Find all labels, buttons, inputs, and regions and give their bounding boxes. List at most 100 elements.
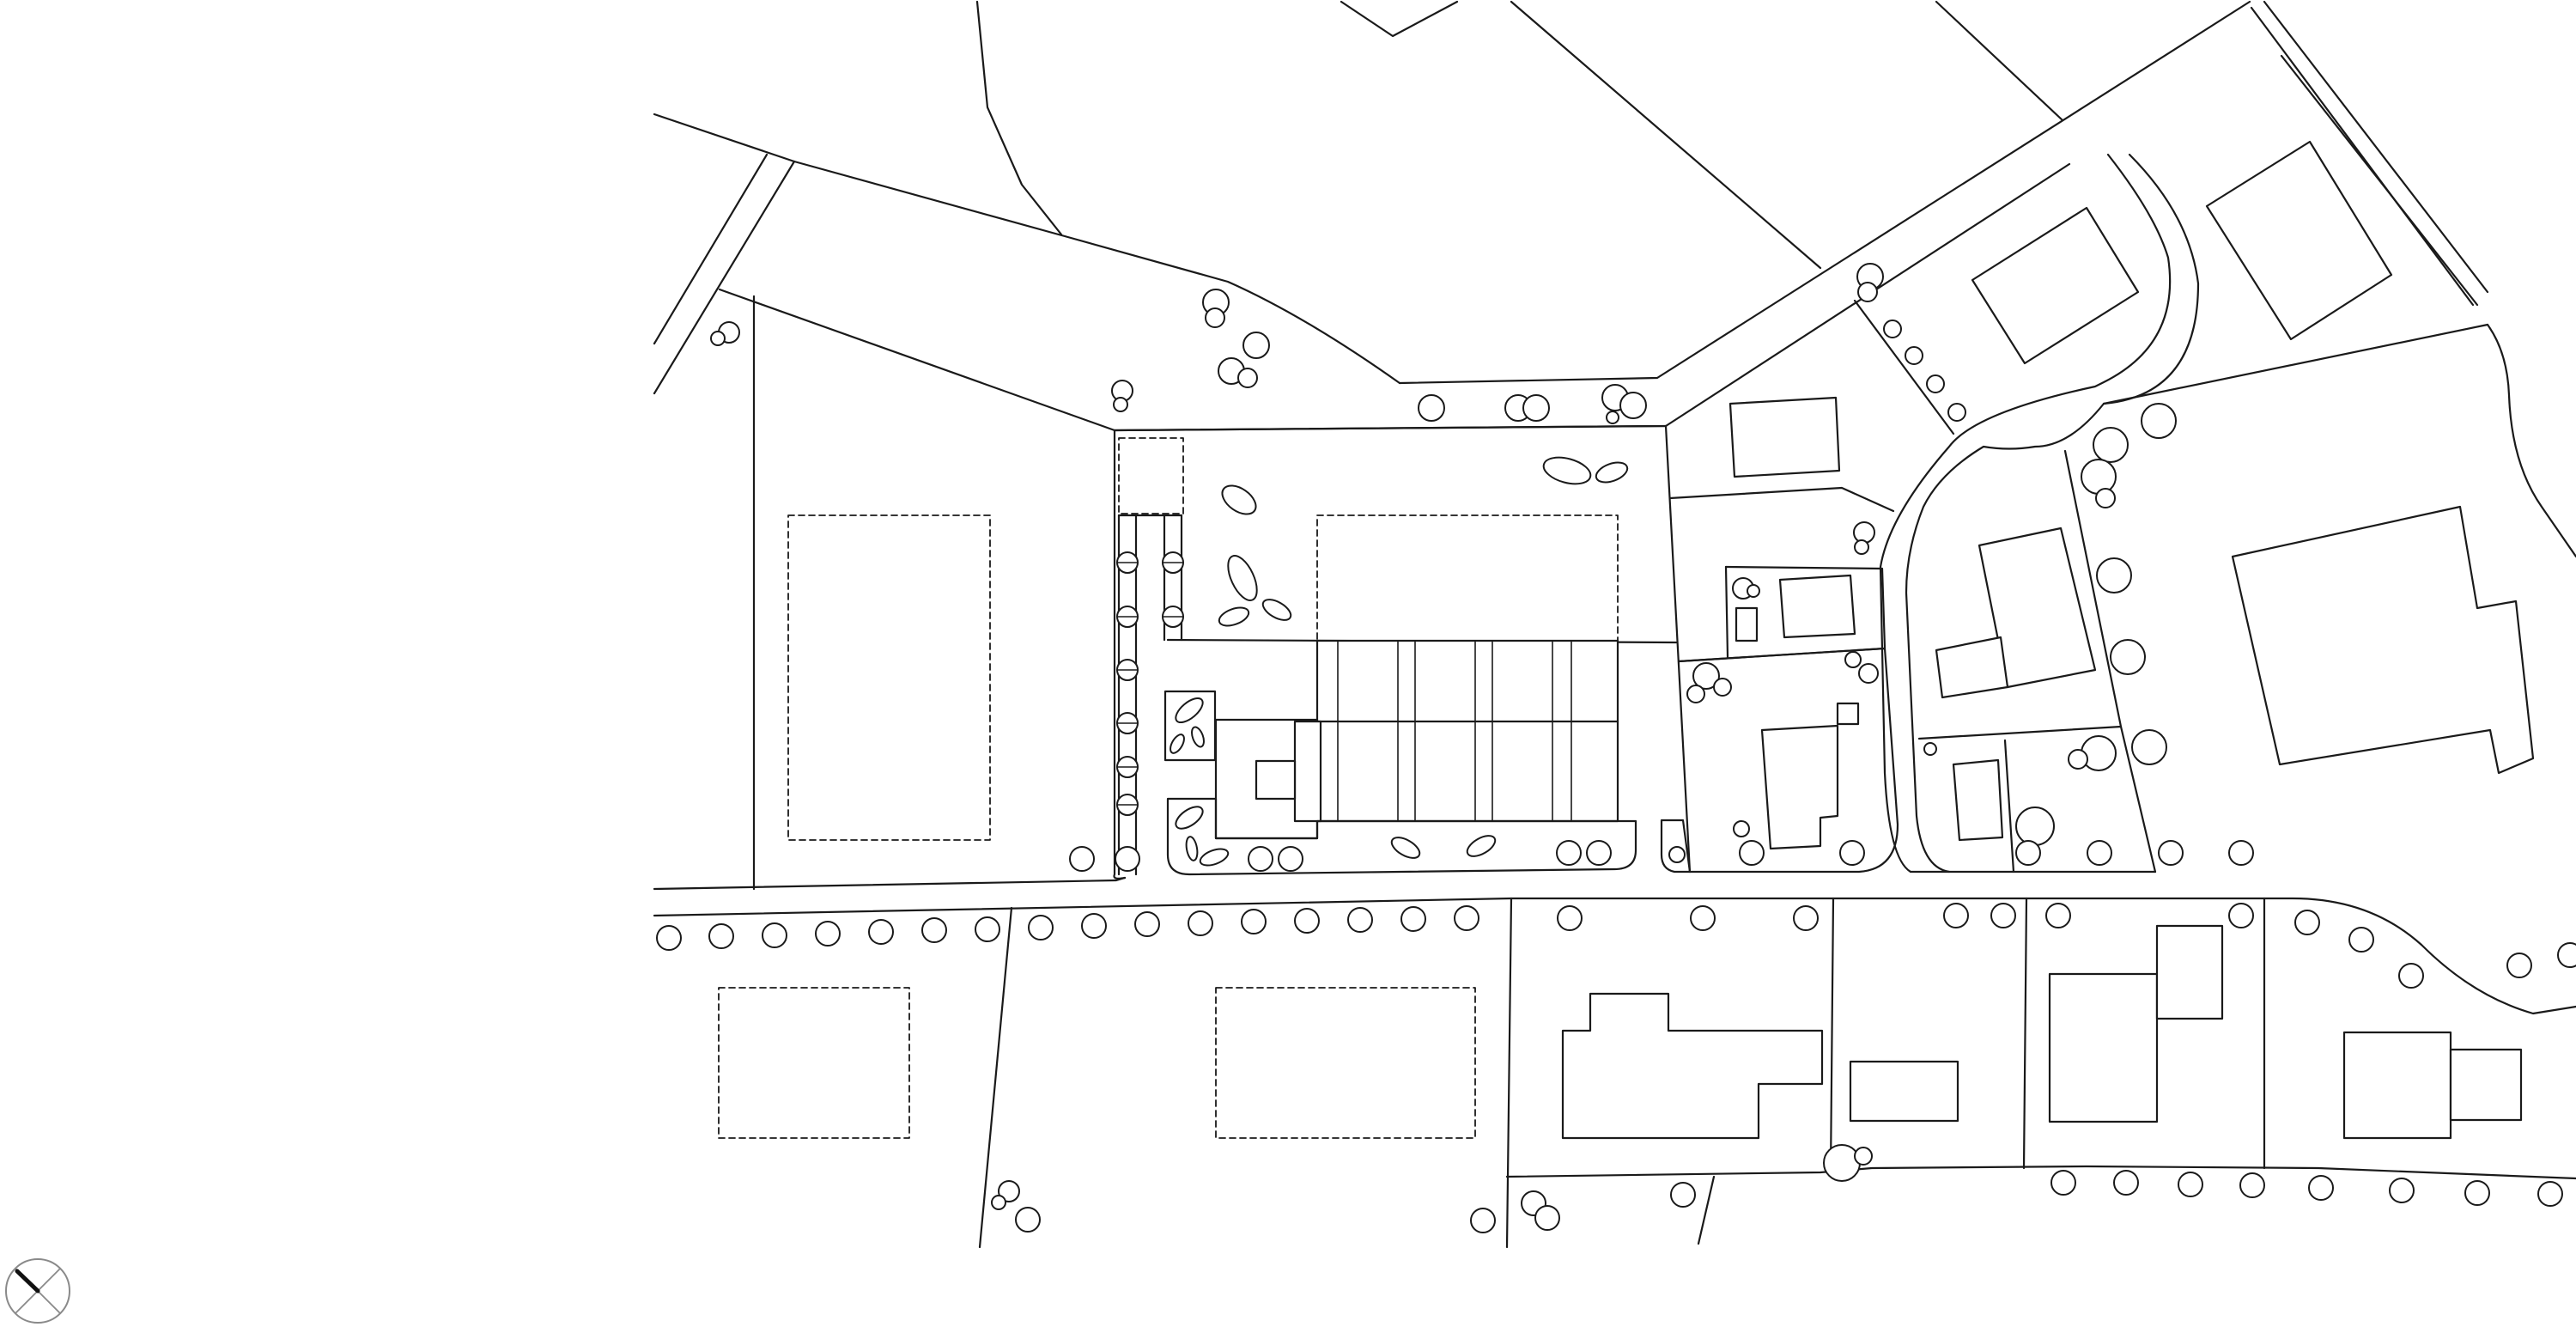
south-boundary-b xyxy=(1505,897,1513,1249)
tree xyxy=(1844,651,1862,668)
shrub xyxy=(1175,806,1204,830)
tree xyxy=(1015,1207,1041,1233)
tree xyxy=(1823,1144,1861,1182)
shrub xyxy=(1199,848,1230,867)
tree xyxy=(1237,368,1258,388)
tree xyxy=(991,1195,1006,1210)
shrub xyxy=(1185,836,1199,861)
central-parcel-right xyxy=(1664,424,1692,874)
neighbour-buildings xyxy=(1561,140,2535,1140)
tree xyxy=(1454,905,1479,931)
south-boundary-a xyxy=(978,906,1013,1249)
tree xyxy=(1853,521,1875,544)
tree xyxy=(1793,905,1819,931)
north-road-edge-a xyxy=(653,113,1401,385)
west-lane-edge-b xyxy=(653,160,796,395)
south-lot-line xyxy=(1505,1165,2576,1180)
tree xyxy=(1188,910,1213,936)
trees xyxy=(656,263,2576,1233)
tree xyxy=(1713,678,1732,697)
tree xyxy=(1248,846,1273,872)
front-garden xyxy=(1166,797,1637,876)
building-e-2 xyxy=(1778,574,1856,639)
tree xyxy=(2389,1178,2415,1203)
tree xyxy=(2464,1180,2490,1206)
tree xyxy=(815,921,841,947)
upper-path-c xyxy=(1510,0,1822,270)
tree xyxy=(1670,1182,1696,1208)
building-curve-3 xyxy=(1952,758,2004,842)
ne-road-edge-b xyxy=(2250,6,2475,307)
dashed-plot-sw xyxy=(718,987,910,1139)
column xyxy=(1115,846,1140,872)
tree xyxy=(975,916,1000,942)
tree xyxy=(1947,403,1966,422)
tree xyxy=(1556,840,1582,866)
tree xyxy=(1747,584,1760,598)
tree xyxy=(1926,374,1945,393)
entrance-porch xyxy=(1293,720,1322,823)
upper-path-d xyxy=(1935,0,2064,122)
planter-box-north xyxy=(1163,690,1217,762)
upper-path-a xyxy=(975,0,1063,236)
tree xyxy=(1923,742,1937,756)
dashed-plot-west xyxy=(787,514,991,841)
ne-road-edge-a xyxy=(2263,0,2489,294)
tree xyxy=(710,331,726,346)
building-s-3-annex xyxy=(2155,924,2224,1020)
tree xyxy=(2308,1175,2334,1201)
tree xyxy=(2081,735,2117,771)
tree xyxy=(1606,411,1619,424)
building-s-4-annex xyxy=(2449,1048,2523,1122)
tree xyxy=(1557,905,1583,931)
tree xyxy=(1586,840,1612,866)
tree xyxy=(1733,820,1750,837)
tree xyxy=(2158,840,2184,866)
tree xyxy=(2178,1172,2203,1197)
upper-path-b xyxy=(1340,0,1459,38)
tree xyxy=(1692,662,1720,690)
north-road-edge-c xyxy=(1398,0,2251,385)
tree xyxy=(1347,907,1373,933)
tree xyxy=(1522,394,1550,422)
tree xyxy=(2228,840,2254,866)
central-parcel-top xyxy=(1113,424,1668,432)
tree xyxy=(1857,282,1878,302)
tree xyxy=(1242,332,1270,359)
tree xyxy=(1686,685,1705,703)
tree xyxy=(2015,807,2055,846)
east-lot-h xyxy=(2003,739,2015,874)
tree xyxy=(2239,1172,2265,1198)
building-s-1 xyxy=(1561,992,1824,1140)
tree xyxy=(762,922,787,948)
tree xyxy=(1839,840,1865,866)
east-lot-i xyxy=(2102,323,2489,405)
ne-boundary xyxy=(2486,323,2576,558)
tree xyxy=(2113,1170,2139,1196)
shrub xyxy=(1218,606,1250,627)
building-ne-1 xyxy=(1971,206,2140,365)
main-road-north-edge xyxy=(653,876,1127,891)
tree xyxy=(2398,963,2424,989)
tree xyxy=(1990,903,2016,928)
tree xyxy=(1205,307,1225,328)
shrub xyxy=(1390,837,1421,859)
building-e-kiosk xyxy=(1836,702,1860,726)
tree xyxy=(1690,905,1716,931)
tree xyxy=(2141,403,2177,439)
tree xyxy=(1619,392,1647,419)
south-boundary-c xyxy=(1829,897,1835,1174)
building-s-2 xyxy=(1849,1060,1959,1123)
south-path-f xyxy=(1697,1175,1716,1245)
tree xyxy=(2506,953,2532,978)
tree xyxy=(2050,1170,2076,1196)
tree xyxy=(1418,394,1445,422)
tree xyxy=(1278,846,1303,872)
building-curve-2 xyxy=(1935,636,2009,699)
tree xyxy=(1470,1208,1496,1233)
tree xyxy=(1400,906,1426,932)
tree xyxy=(2557,942,2576,968)
shrub xyxy=(1466,835,1497,857)
tree xyxy=(2095,488,2116,508)
project-building xyxy=(1117,514,1637,876)
